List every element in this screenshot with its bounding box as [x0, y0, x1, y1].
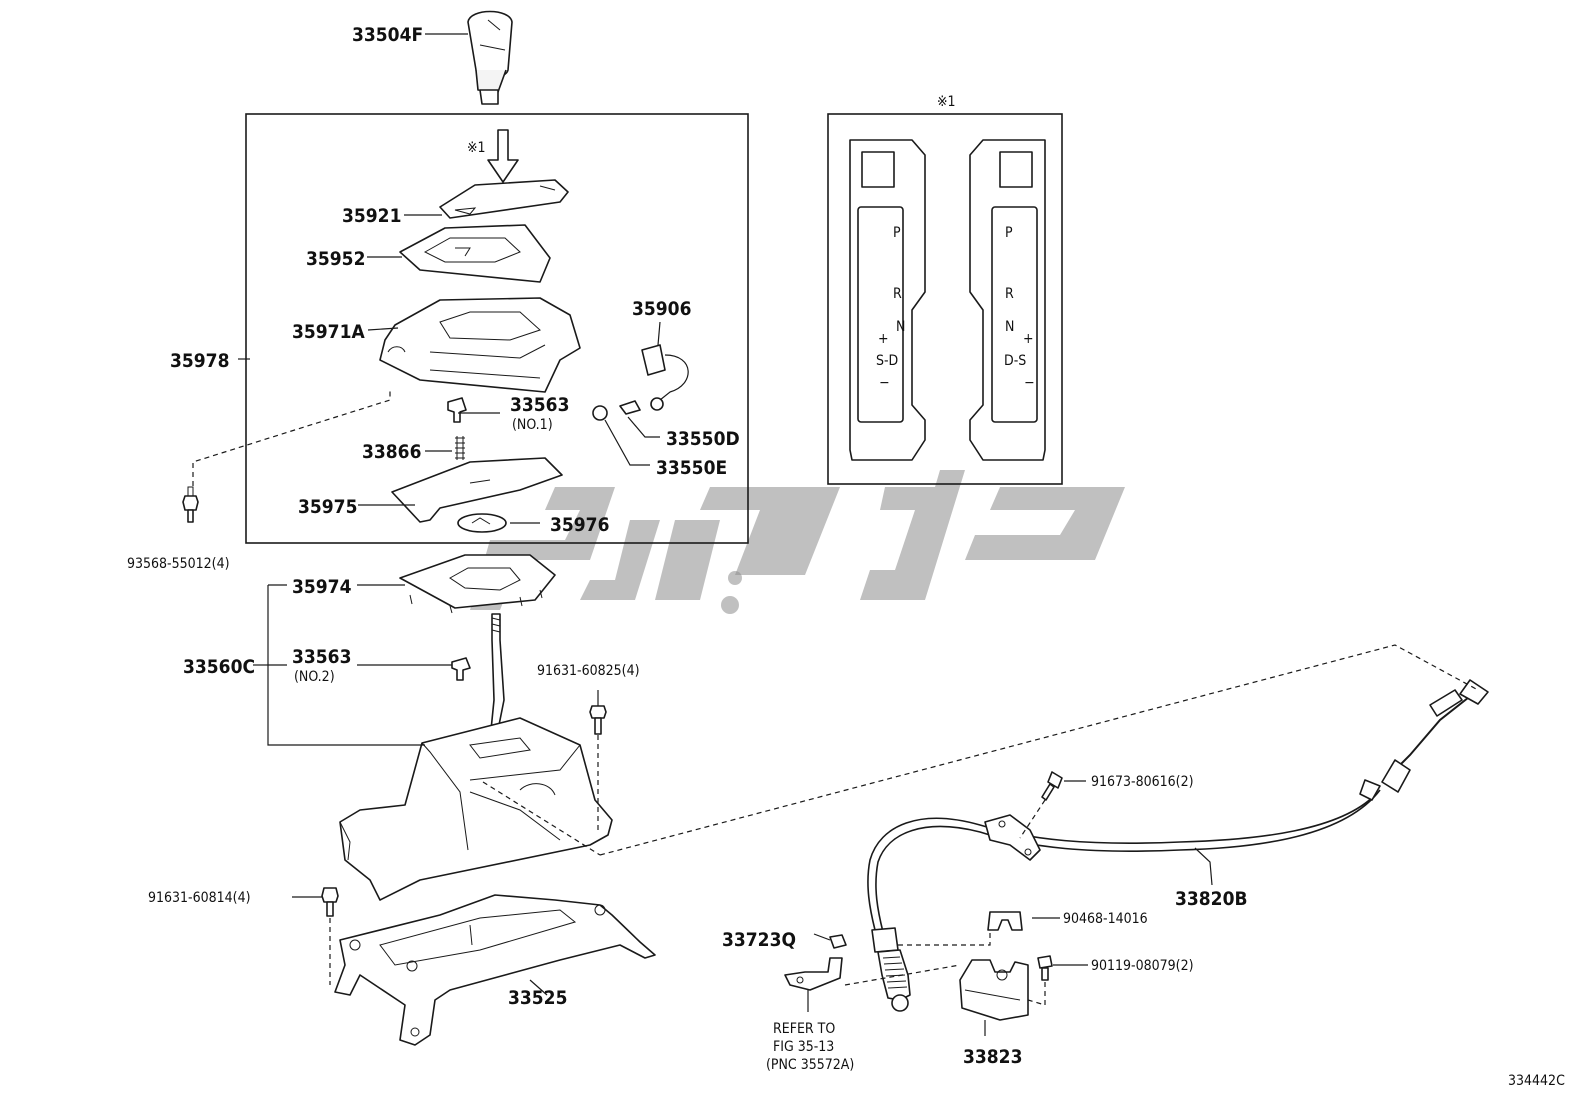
gate-indicator-left	[849, 139, 926, 461]
leader-lines	[238, 33, 1213, 1036]
shift-knob	[467, 10, 513, 105]
label-33723Q: 33723Q	[722, 929, 796, 951]
label-note-arrow: ※1	[467, 140, 486, 156]
label-refer-line1: REFER TO	[773, 1021, 835, 1037]
left-n: N	[896, 319, 905, 335]
shift-indicator-assembly-box	[245, 113, 749, 544]
figure-id: 334442C	[1508, 1073, 1565, 1089]
left-sd: S-D	[876, 353, 898, 369]
shift-lever-rod	[489, 613, 505, 741]
indicator-housing-plate	[399, 224, 551, 283]
label-91631-60825: 91631-60825(4)	[537, 663, 640, 679]
label-91631-60814: 91631-60814(4)	[148, 890, 251, 906]
right-ds: D-S	[1004, 353, 1026, 369]
label-33563-no1: 33563	[510, 394, 569, 416]
label-35921: 35921	[342, 205, 401, 227]
label-note-inset: ※1	[937, 94, 956, 110]
label-35906: 35906	[632, 298, 691, 320]
transmission-control-cable	[867, 679, 1489, 1012]
right-n: N	[1005, 319, 1014, 335]
left-plus: +	[878, 331, 889, 347]
gate-indicator-right	[969, 139, 1046, 461]
cable-bracket	[959, 959, 1029, 1021]
shift-cable-bushing	[829, 934, 847, 949]
label-35974: 35974	[292, 576, 352, 598]
label-35978: 35978	[170, 350, 229, 372]
label-refer-line2: FIG 35-13	[773, 1039, 834, 1055]
label-33525: 33525	[508, 987, 567, 1009]
cable-clip	[987, 911, 1023, 931]
shift-lever-base-plate	[399, 554, 556, 614]
watermark-logo	[470, 470, 1125, 614]
indicator-inset-box	[827, 113, 1063, 485]
label-91673: 91673-80616(2)	[1091, 774, 1194, 790]
label-35976: 35976	[550, 514, 609, 536]
label-90119: 90119-08079(2)	[1091, 958, 1194, 974]
bolt-93568	[182, 486, 199, 523]
label-33550D: 33550D	[666, 428, 740, 450]
label-35952: 35952	[306, 248, 365, 270]
label-33563-no1-sub: (NO.1)	[512, 417, 553, 433]
part-labels: 33504F ※1 35921 35952 35971A 35978 35906…	[127, 24, 1565, 1089]
shift-lever-position-housing	[379, 297, 581, 393]
right-plus: +	[1023, 331, 1034, 347]
label-33563-no2: 33563	[292, 646, 351, 668]
bolt-91673	[1041, 771, 1063, 801]
inset-right-letters: P R N + D-S −	[1004, 225, 1035, 391]
shift-lever-cover	[391, 457, 563, 523]
label-33866: 33866	[362, 441, 421, 463]
inset-left-letters: P R N + S-D −	[876, 225, 905, 391]
left-minus: −	[879, 375, 890, 391]
label-33823: 33823	[963, 1046, 1022, 1068]
bolt-90119	[1037, 955, 1053, 981]
label-33550E: 33550E	[656, 457, 727, 479]
indicator-light-wire	[641, 344, 689, 411]
bolt-91631-60825	[589, 705, 607, 735]
lock-pin-no2	[451, 657, 471, 681]
lock-pin-no1	[447, 397, 467, 423]
shift-lever-housing	[339, 717, 613, 901]
right-minus: −	[1024, 375, 1035, 391]
bulb-socket	[592, 405, 608, 421]
dashed-guide-lines	[192, 388, 1479, 1006]
indicator-bulb	[619, 400, 641, 415]
label-33820B: 33820B	[1175, 888, 1248, 910]
label-93568: 93568-55012(4)	[127, 556, 230, 572]
label-refer-line3: (PNC 35572A)	[766, 1057, 854, 1073]
note-arrow	[487, 129, 519, 183]
label-35975: 35975	[298, 496, 357, 518]
left-p: P	[893, 225, 901, 241]
cover-seal	[457, 513, 507, 533]
label-33560C: 33560C	[183, 656, 255, 678]
label-90468: 90468-14016	[1063, 911, 1148, 927]
bolt-91631-60814	[321, 887, 339, 917]
shift-lever-bracket	[334, 894, 656, 1046]
label-33504F: 33504F	[352, 24, 423, 46]
control-cable-bracket-ref	[784, 957, 843, 991]
right-r: R	[1005, 286, 1014, 302]
shift-position-indicator-plate	[439, 179, 569, 219]
left-r: R	[893, 286, 902, 302]
right-p: P	[1005, 225, 1013, 241]
compression-spring	[455, 436, 465, 460]
label-35971A: 35971A	[292, 321, 365, 343]
label-33563-no2-sub: (NO.2)	[294, 669, 335, 685]
